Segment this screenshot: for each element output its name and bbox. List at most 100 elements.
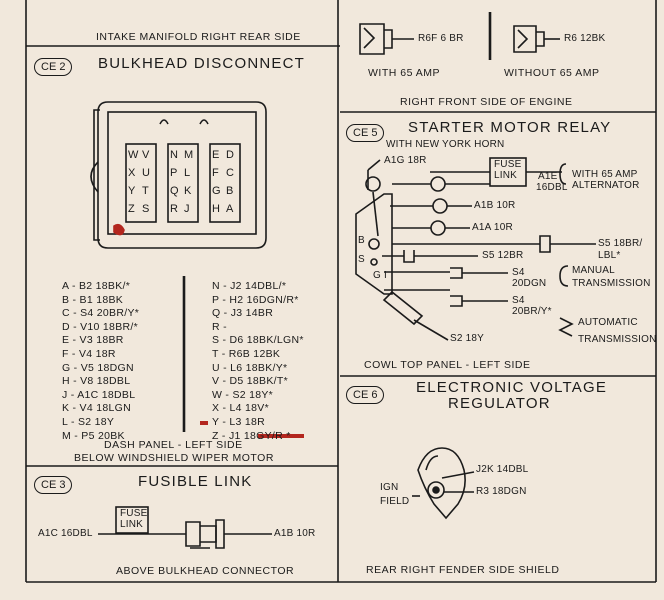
pin-list-item: M - P5 20BK (62, 429, 125, 442)
terminal-i-label: I (384, 270, 387, 281)
cavity-letter: J (184, 203, 190, 215)
above-bulkhead-caption: ABOVE BULKHEAD CONNECTOR (116, 565, 295, 577)
pin-list-item: L - S2 18Y (62, 415, 115, 428)
cavity-letter: Y (128, 185, 136, 197)
with-65-amp-alt-label: WITH 65 AMP (572, 169, 638, 180)
cavity-letter: M (184, 149, 194, 161)
cowl-top-caption: COWL TOP PANEL - LEFT SIDE (364, 359, 531, 371)
ce6-title-2: REGULATOR (448, 395, 551, 412)
cavity-letter: E (212, 149, 220, 161)
a1b-relay-wire-label: A1B 10R (474, 200, 516, 211)
a1g-wire-label: A1G 18R (384, 155, 427, 166)
pin-list-item: V - D5 18BK/T* (212, 375, 288, 388)
alternator-label: ALTERNATOR (572, 180, 640, 191)
r3-wire-label: R3 18DGN (476, 486, 527, 497)
with-65-amp-label: WITH 65 AMP (368, 67, 441, 79)
j2k-wire-label: J2K 14DBL (476, 464, 529, 475)
ce2-badge: CE 2 (34, 58, 73, 76)
pin-list-item: F - V4 18R (62, 347, 116, 360)
terminal-g-label: G (373, 270, 381, 281)
pin-list-item: N - J2 14DBL/* (212, 280, 287, 292)
pin-list-item: X - L4 18V* (212, 402, 269, 415)
cavity-letter: L (184, 167, 191, 179)
fusible-link-shape (98, 506, 272, 549)
pin-list-item: K - V4 18LGN (62, 402, 131, 415)
pin-list-item: A - B2 18BK/* (62, 280, 131, 292)
automatic-transmission-label: TRANSMISSION (578, 334, 657, 345)
cavity-letter: T (142, 185, 149, 197)
voltage-regulator-shape (412, 447, 475, 520)
ce3-badge: CE 3 (34, 476, 73, 494)
ce5-badge: CE 5 (346, 124, 385, 142)
s4-20dgn-label: 20DGN (512, 278, 547, 289)
dash-panel-caption: DASH PANEL - LEFT SIDE (104, 439, 243, 451)
cavity-letter: N (170, 149, 179, 161)
without-65-amp-label: WITHOUT 65 AMP (504, 67, 600, 79)
cavity-letter: G (212, 185, 221, 197)
pin-list-item: H - V8 18DBL (62, 375, 131, 388)
ce2-title: BULKHEAD DISCONNECT (98, 55, 305, 72)
pin-list-item: T - R6B 12BK (212, 347, 281, 360)
s5-12br-label: S5 12BR (482, 250, 524, 261)
field-label: FIELD (380, 496, 410, 507)
s4-20bry-label: 20BR/Y* (512, 306, 552, 317)
intake-manifold-caption: INTAKE MANIFOLD RIGHT REAR SIDE (96, 31, 301, 43)
r6-connector-shape (513, 25, 560, 53)
pin-list-item: C - S4 20BR/Y* (62, 307, 140, 320)
cavity-letter: Z (128, 203, 135, 215)
pin-list-item: Y - L3 18R (212, 415, 266, 428)
r6f-wire-label: R6F 6 BR (418, 33, 464, 44)
right-front-engine-caption: RIGHT FRONT SIDE OF ENGINE (400, 96, 573, 108)
s4-br-label: S4 (512, 295, 525, 306)
r6-wire-label: R6 12BK (564, 33, 606, 44)
terminal-b-label: B (358, 235, 365, 246)
pin-list-item: Z - J1 18GY/R * (212, 429, 291, 442)
cavity-letter: H (212, 203, 221, 215)
ce3-link-label: LINK (120, 519, 144, 530)
a1e-gauge-label: 16DBL (536, 182, 568, 193)
ce3-title: FUSIBLE LINK (138, 473, 253, 490)
cavity-letter: V (142, 149, 150, 161)
automatic-label: AUTOMATIC (578, 317, 638, 328)
cavity-letter: S (142, 203, 150, 215)
manual-transmission-label: TRANSMISSION (572, 278, 651, 289)
cavity-letter: F (212, 167, 219, 179)
rear-fender-caption: REAR RIGHT FENDER SIDE SHIELD (366, 564, 560, 576)
pin-list-item: R - (212, 320, 227, 333)
cavity-letter: D (226, 149, 235, 161)
new-york-horn-label: WITH NEW YORK HORN (386, 139, 505, 150)
cavity-letter: X (128, 167, 136, 179)
panel-borders (25, 0, 657, 583)
ce5-title: STARTER MOTOR RELAY (408, 119, 612, 136)
cavity-letter: P (170, 167, 178, 179)
s5-lbl-label: LBL* (598, 250, 621, 261)
cavity-letter: U (142, 167, 151, 179)
a1a-wire-label: A1A 10R (472, 222, 513, 233)
starter-relay-shape (355, 157, 596, 341)
bulkhead-connector-housing (90, 101, 267, 249)
pin-list-item: W - S2 18Y* (212, 388, 274, 401)
a1e-wire-label: A1E (538, 171, 558, 182)
ign-label: IGN (380, 482, 399, 493)
cavity-letter: Q (170, 185, 179, 197)
r6f-connector-shape (359, 23, 414, 55)
pin-list-item: U - L6 18BK/Y* (212, 361, 288, 374)
pin-list-item: Q - J3 14BR (212, 307, 274, 320)
pin-list-item: S - D6 18BK/LGN* (212, 334, 304, 347)
cavity-letter: K (184, 185, 192, 197)
pin-list-item: G - V5 18DGN (62, 361, 134, 374)
s2-18y-label: S2 18Y (450, 333, 485, 344)
s4-dgn-label: S4 (512, 267, 525, 278)
pin-list-item: P - H2 16DGN/R* (212, 293, 299, 306)
terminal-s-label: S (358, 254, 365, 265)
cavity-letter: A (226, 203, 234, 215)
cavity-letter: W (128, 149, 139, 161)
ce5-link-label: LINK (494, 170, 518, 181)
cavity-letter: C (226, 167, 235, 179)
pin-list-item: B - B1 18BK (62, 293, 124, 306)
ce6-badge: CE 6 (346, 386, 385, 404)
s5-18br-label: S5 18BR/ (598, 238, 643, 249)
